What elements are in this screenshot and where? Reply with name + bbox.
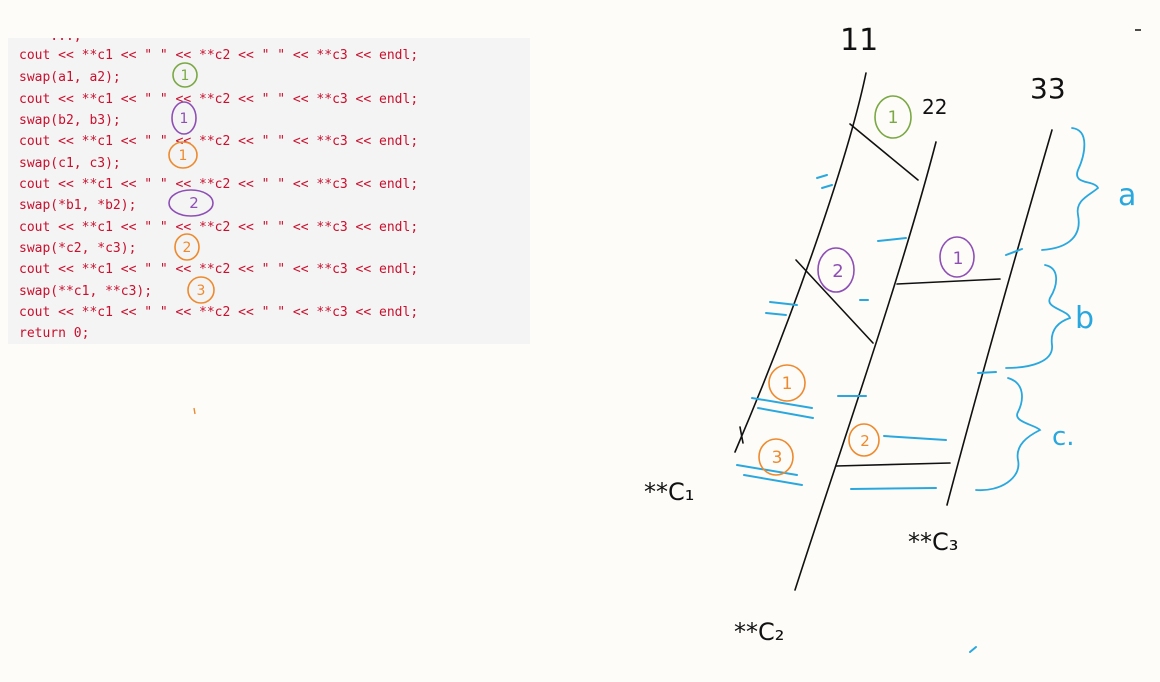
- svg-text:1: 1: [888, 108, 899, 128]
- svg-text:3: 3: [772, 448, 783, 468]
- diagram-circle-orange-1: 1: [768, 364, 806, 402]
- column-c2-line: [794, 141, 937, 591]
- value-33: 33: [1030, 72, 1066, 105]
- annotation-circle-orange-1: 1: [168, 141, 198, 169]
- annotation-circle-orange-2: 2: [174, 233, 200, 261]
- code-line-4: swap(b2, b3);: [19, 113, 121, 128]
- svg-text:1: 1: [953, 249, 964, 269]
- column-c3-line: [946, 129, 1053, 506]
- diagram-circle-orange-2: 2: [848, 423, 880, 457]
- svg-text:1: 1: [179, 148, 188, 164]
- brace-a: [1041, 127, 1100, 251]
- diagram-circle-orange-3: 3: [758, 438, 794, 476]
- code-line-13: cout << **c1 << " " << **c2 << " " << **…: [19, 305, 419, 320]
- svg-text:2: 2: [189, 194, 199, 212]
- value-22: 22: [922, 95, 947, 119]
- code-line-11: cout << **c1 << " " << **c2 << " " << **…: [19, 262, 419, 277]
- annotation-circle-orange-3: 3: [187, 276, 215, 304]
- code-line-8: swap(*b1, *b2);: [19, 198, 137, 213]
- label-b: b: [1075, 301, 1094, 336]
- svg-text:2: 2: [832, 261, 843, 282]
- pointer-c: [835, 462, 951, 467]
- code-line-6: swap(c1, c3);: [19, 156, 121, 171]
- code-line-1: cout << **c1 << " " << **c2 << " " << **…: [19, 48, 419, 63]
- code-line-3: cout << **c1 << " " << **c2 << " " << **…: [19, 92, 419, 107]
- brace-c: [975, 377, 1042, 491]
- label-a: a: [1118, 178, 1136, 213]
- column-c1-line: [734, 72, 867, 453]
- code-panel: ...; cout << **c1 << " " << **c2 << " " …: [8, 38, 530, 344]
- svg-text:3: 3: [197, 283, 206, 299]
- code-line-10: swap(*c2, *c3);: [19, 241, 137, 256]
- diagram-circle-green-1: 1: [874, 95, 912, 139]
- code-line-5: cout << **c1 << " " << **c2 << " " << **…: [19, 134, 419, 149]
- pointer-b3: [896, 278, 1001, 285]
- svg-text:1: 1: [181, 68, 190, 84]
- code-line-7: cout << **c1 << " " << **c2 << " " << **…: [19, 177, 419, 192]
- diagram-circle-purple-2: 2: [817, 247, 855, 293]
- code-line-14: return 0;: [19, 326, 90, 341]
- label-c: c.: [1052, 422, 1075, 452]
- code-line-partial: ...;: [19, 38, 81, 44]
- brace-b: [1005, 264, 1072, 369]
- svg-text:1: 1: [180, 111, 189, 127]
- annotation-circle-green: 1: [172, 62, 198, 88]
- code-line-12: swap(**c1, **c3);: [19, 284, 153, 299]
- diagram-circle-purple-1: 1: [939, 236, 975, 278]
- annotation-circle-purple-2: 2: [168, 189, 214, 217]
- code-line-2: swap(a1, a2);: [19, 70, 121, 85]
- pointer-level-b: [795, 259, 874, 344]
- label-c3: **C₃: [908, 528, 958, 556]
- tick-mark: [739, 426, 744, 444]
- label-c2: **C₂: [734, 618, 784, 646]
- stray-mark: [193, 407, 196, 415]
- annotation-circle-purple-1: 1: [171, 101, 197, 135]
- svg-text:2: 2: [183, 240, 192, 256]
- label-c1: **C₁: [644, 478, 694, 506]
- svg-text:2: 2: [860, 432, 870, 450]
- value-11: 11: [840, 23, 878, 58]
- pointer-level-a: [849, 123, 919, 181]
- code-line-9: cout << **c1 << " " << **c2 << " " << **…: [19, 220, 419, 235]
- svg-text:1: 1: [782, 374, 793, 394]
